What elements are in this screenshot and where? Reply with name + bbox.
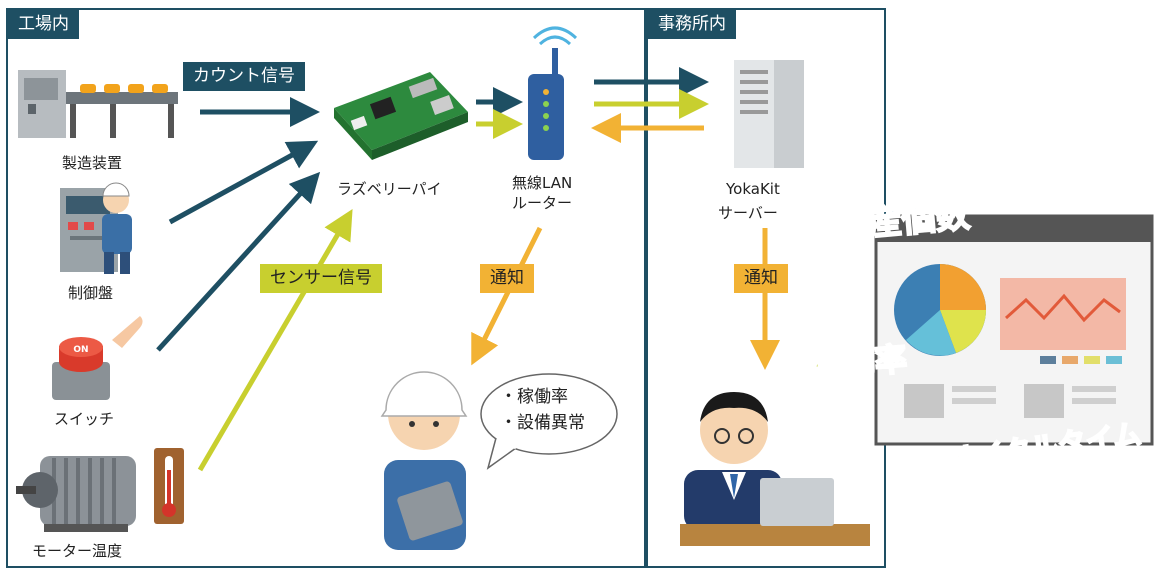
arrow-panel-to-pi bbox=[168, 140, 319, 225]
manager-icon bbox=[680, 392, 870, 546]
switch-icon bbox=[52, 316, 143, 400]
server-icon bbox=[734, 60, 804, 168]
bubble-item-rate: ・稼働率 bbox=[500, 387, 568, 407]
arrow-switch-to-pi bbox=[156, 171, 321, 352]
server-caption-line2: サーバー bbox=[718, 204, 778, 222]
machine-caption: 製造装置 bbox=[62, 154, 123, 172]
notify-label-right: 通知 bbox=[734, 264, 788, 293]
machine-icon bbox=[18, 70, 178, 138]
raspberry-pi-icon bbox=[334, 72, 468, 160]
dashboard-window bbox=[874, 214, 1154, 446]
factory-zone-label: 工場内 bbox=[8, 10, 79, 39]
count-signal-label: カウント信号 bbox=[183, 62, 305, 91]
arrow-motor-to-pi bbox=[197, 209, 353, 472]
notify-label-left: 通知 bbox=[480, 264, 534, 293]
router-caption-line2: ルーター bbox=[512, 194, 573, 212]
thermometer-icon bbox=[154, 448, 184, 524]
worker-icon bbox=[380, 371, 468, 550]
bubble-item-abnormal: ・設備異常 bbox=[500, 413, 585, 433]
sensor-signal-label: センサー信号 bbox=[260, 264, 382, 293]
dashboard-rate: 稼働率 bbox=[809, 340, 908, 386]
server-caption-line1: YokaKit bbox=[726, 180, 780, 198]
router-icon bbox=[528, 26, 578, 160]
switch-caption: スイッチ bbox=[54, 410, 115, 428]
router-caption-line1: 無線LAN bbox=[512, 174, 573, 192]
raspberry-pi-caption: ラズベリーパイ bbox=[337, 180, 442, 198]
control-panel-caption: 制御盤 bbox=[68, 284, 114, 302]
motor-temp-caption: モーター温度 bbox=[32, 542, 123, 560]
motor-icon bbox=[16, 456, 136, 532]
speech-bubble bbox=[480, 373, 618, 470]
office-zone-label: 事務所内 bbox=[648, 10, 736, 39]
control-panel-icon bbox=[60, 182, 132, 274]
switch-on-text: ON bbox=[73, 345, 88, 355]
